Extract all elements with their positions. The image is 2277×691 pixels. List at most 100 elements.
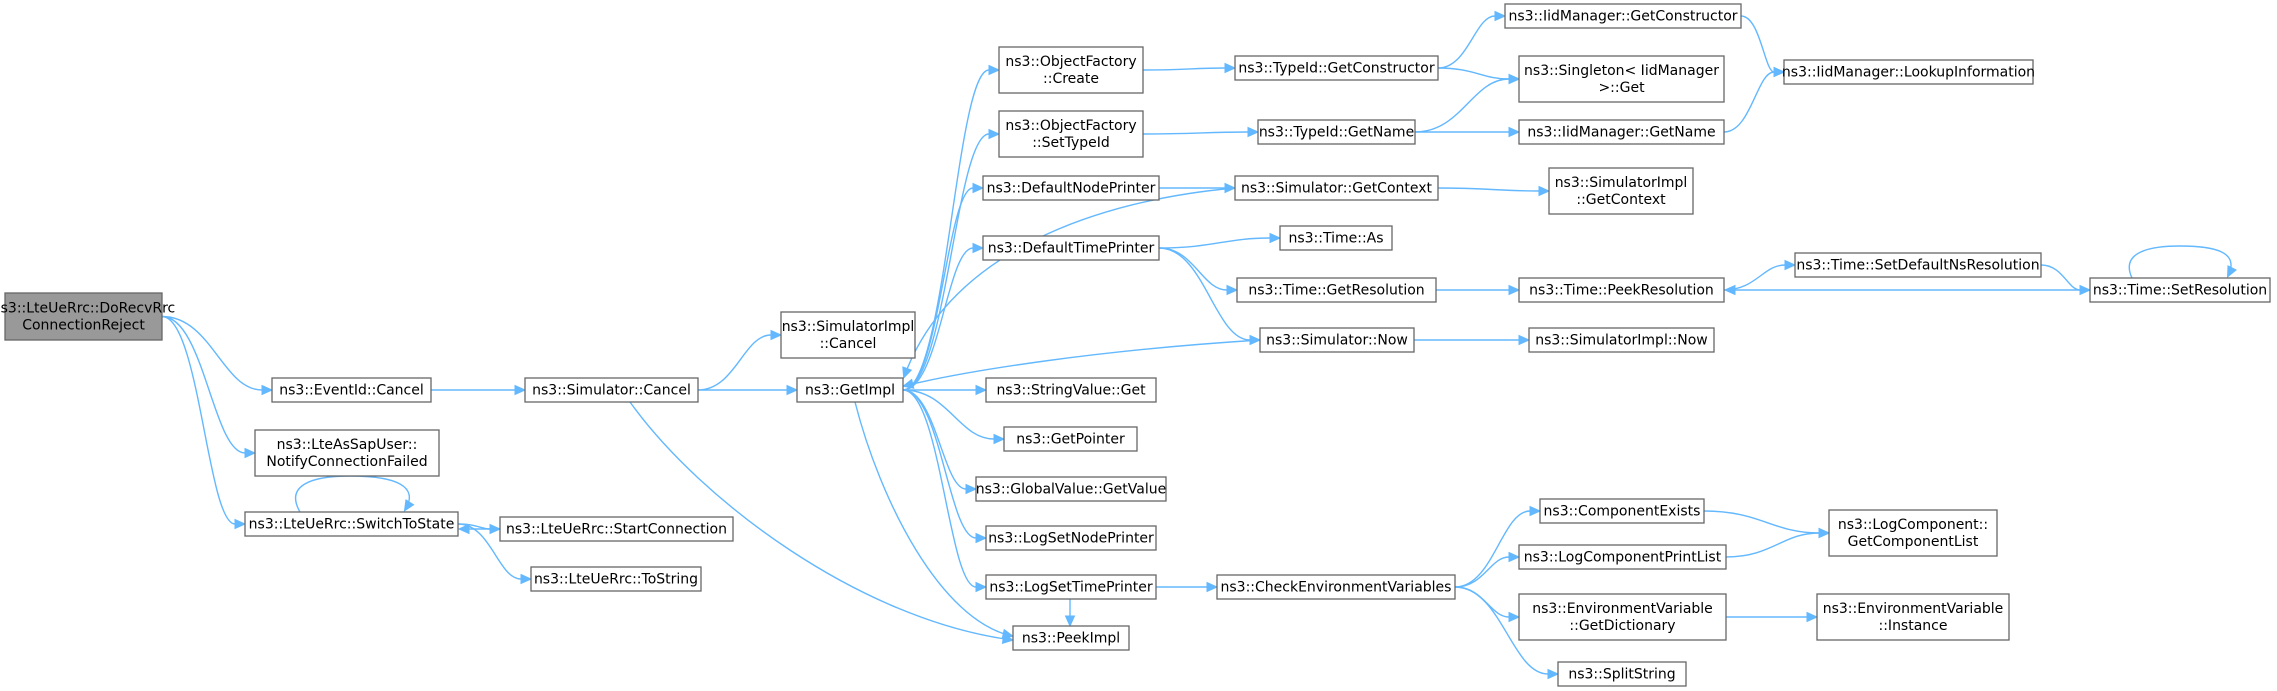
edge-n8-n12 bbox=[902, 182, 985, 391]
edge-n4-n8 bbox=[698, 384, 799, 396]
function-node[interactable]: ns3::EventId::Cancel bbox=[271, 377, 432, 403]
function-node[interactable]: ns3::IidManager::GetName bbox=[1518, 119, 1725, 145]
function-node[interactable]: ns3::DefaultTimePrinter bbox=[982, 235, 1160, 261]
node-label: ns3::LogSetNodePrinter bbox=[988, 531, 1154, 547]
edge-n26-n36 bbox=[1740, 15, 1786, 78]
function-node[interactable]: ns3::SplitString bbox=[1557, 661, 1687, 687]
arrowhead bbox=[1538, 185, 1551, 197]
edge-line bbox=[294, 475, 411, 513]
function-node[interactable]: ns3::LteUeRrc::SwitchToState bbox=[244, 511, 459, 537]
node-label: ::Cancel bbox=[820, 336, 877, 352]
node-label: ns3::LogComponent:: bbox=[1838, 517, 1988, 533]
node-box bbox=[1518, 119, 1725, 145]
arrowhead bbox=[1806, 611, 1819, 623]
node-label: ns3::ComponentExists bbox=[1544, 504, 1701, 520]
arrowhead bbox=[1508, 73, 1521, 85]
node-label: ns3::Time::SetResolution bbox=[2093, 283, 2267, 299]
arrowhead bbox=[1818, 527, 1831, 539]
node-label: ::GetDictionary bbox=[1569, 618, 1675, 634]
edge-line bbox=[1454, 510, 1531, 588]
node-label: ns3::ObjectFactory bbox=[1005, 54, 1136, 70]
edge-line bbox=[697, 334, 772, 391]
function-node[interactable]: ns3::LteAsSapUser::NotifyConnectionFaile… bbox=[254, 429, 440, 477]
function-node[interactable]: ns3::ComponentExists bbox=[1539, 498, 1705, 524]
node-label: ns3::Simulator::Now bbox=[1266, 333, 1408, 349]
function-node[interactable]: ns3::TypeId::GetName bbox=[1257, 119, 1416, 145]
node-box bbox=[1234, 55, 1439, 81]
function-node[interactable]: ns3::ObjectFactory::Create bbox=[998, 46, 1144, 94]
node-label: ns3::SimulatorImpl bbox=[782, 319, 915, 335]
arrowhead bbox=[770, 329, 783, 341]
function-node[interactable]: ns3::Simulator::Now bbox=[1259, 327, 1415, 353]
function-node[interactable]: ns3::LogComponentPrintList bbox=[1518, 544, 1727, 570]
node-label: ns3::Simulator::GetContext bbox=[1241, 181, 1433, 197]
arrowhead bbox=[975, 384, 988, 396]
function-node[interactable]: ns3::PeekImpl bbox=[1012, 625, 1130, 651]
function-node[interactable]: ns3::Time::As bbox=[1279, 225, 1393, 251]
function-node[interactable]: ns3::SimulatorImpl::Cancel bbox=[780, 311, 916, 359]
edge-line bbox=[161, 315, 263, 391]
edges-layer bbox=[161, 10, 2237, 680]
node-box bbox=[985, 525, 1157, 551]
function-node[interactable]: ns3::GetImpl bbox=[796, 377, 904, 403]
edge-n25-n35 bbox=[1454, 586, 1560, 680]
function-node[interactable]: ns3::IidManager::GetConstructor bbox=[1504, 3, 1742, 29]
function-node[interactable]: ns3::GlobalValue::GetValue bbox=[975, 476, 1167, 502]
node-label: ns3::SplitString bbox=[1568, 667, 1675, 683]
function-node[interactable]: ns3::LogComponent::GetComponentList bbox=[1828, 509, 1998, 557]
edge-line bbox=[2128, 245, 2232, 279]
function-node[interactable]: ns3::Simulator::Cancel bbox=[524, 377, 699, 403]
node-label: ns3::TypeId::GetName bbox=[1259, 125, 1414, 141]
node-box bbox=[985, 377, 1157, 403]
arrowhead bbox=[1001, 628, 1015, 640]
function-node[interactable]: ns3::Time::PeekResolution bbox=[1518, 277, 1725, 303]
node-label: ns3::Time::PeekResolution bbox=[1529, 283, 1714, 299]
node-box bbox=[1518, 277, 1725, 303]
arrowhead bbox=[1547, 668, 1560, 680]
function-node[interactable]: ns3::Time::SetDefaultNsResolution bbox=[1794, 252, 2042, 278]
edge-n8-n11 bbox=[902, 128, 1001, 391]
function-node[interactable]: ns3::LteUeRrc::StartConnection bbox=[499, 516, 734, 542]
edge-line bbox=[902, 69, 990, 391]
edge-n34-n40 bbox=[1726, 611, 1819, 623]
function-node[interactable]: ns3::EnvironmentVariable::Instance bbox=[1816, 593, 2010, 641]
function-node[interactable]: ns3::Simulator::GetContext bbox=[1234, 175, 1439, 201]
function-node[interactable]: ns3::SimulatorImpl::GetContext bbox=[1548, 167, 1694, 215]
arrowhead bbox=[1508, 611, 1521, 623]
node-box bbox=[1003, 426, 1138, 452]
node-label: ::Create bbox=[1043, 71, 1099, 87]
function-node[interactable]: ns3::TypeId::GetConstructor bbox=[1234, 55, 1439, 81]
function-node[interactable]: ns3::LteUeRrc::ToString bbox=[530, 566, 702, 592]
arrowhead bbox=[244, 447, 257, 459]
function-node[interactable]: ns3::SimulatorImpl::Now bbox=[1528, 327, 1715, 353]
edge-n8-n15 bbox=[902, 389, 1006, 445]
edge-n33-n39 bbox=[1725, 527, 1831, 558]
edge-n3-n3 bbox=[294, 475, 415, 513]
edge-n8-n17 bbox=[902, 389, 988, 544]
function-node[interactable]: ns3::IidManager::LookupInformation bbox=[1782, 59, 2035, 85]
edge-n0-n1 bbox=[161, 315, 274, 396]
function-node[interactable]: ns3::DefaultNodePrinter bbox=[982, 175, 1160, 201]
arrowhead bbox=[786, 384, 799, 396]
node-box bbox=[998, 110, 1144, 158]
function-node[interactable]: ns3::Time::GetResolution bbox=[1236, 277, 1437, 303]
node-label: ns3::SimulatorImpl::Now bbox=[1535, 333, 1708, 349]
edge-n1-n4 bbox=[431, 384, 527, 396]
function-node[interactable]: ns3::GetPointer bbox=[1003, 426, 1138, 452]
edge-n20-n28 bbox=[1415, 126, 1521, 138]
function-node[interactable]: ns3::EnvironmentVariable::GetDictionary bbox=[1518, 593, 1727, 641]
function-node[interactable]: ns3::CheckEnvironmentVariables bbox=[1216, 574, 1456, 600]
function-node[interactable]: ns3::LogSetTimePrinter bbox=[985, 574, 1157, 600]
function-node[interactable]: ns3::ObjectFactory::SetTypeId bbox=[998, 110, 1144, 158]
function-node[interactable]: ns3::LogSetNodePrinter bbox=[985, 525, 1157, 551]
function-node[interactable]: ns3::StringValue::Get bbox=[985, 377, 1157, 403]
function-node[interactable]: ns3::Singleton< IidManager>::Get bbox=[1518, 55, 1725, 103]
edge-line bbox=[161, 315, 236, 525]
node-label: ns3::ObjectFactory bbox=[1005, 118, 1136, 134]
function-node[interactable]: ns3::Time::SetResolution bbox=[2089, 277, 2271, 303]
arrowhead bbox=[972, 182, 985, 194]
arrowhead bbox=[261, 384, 274, 396]
edge-line bbox=[902, 187, 974, 391]
arrowhead bbox=[1206, 581, 1219, 593]
